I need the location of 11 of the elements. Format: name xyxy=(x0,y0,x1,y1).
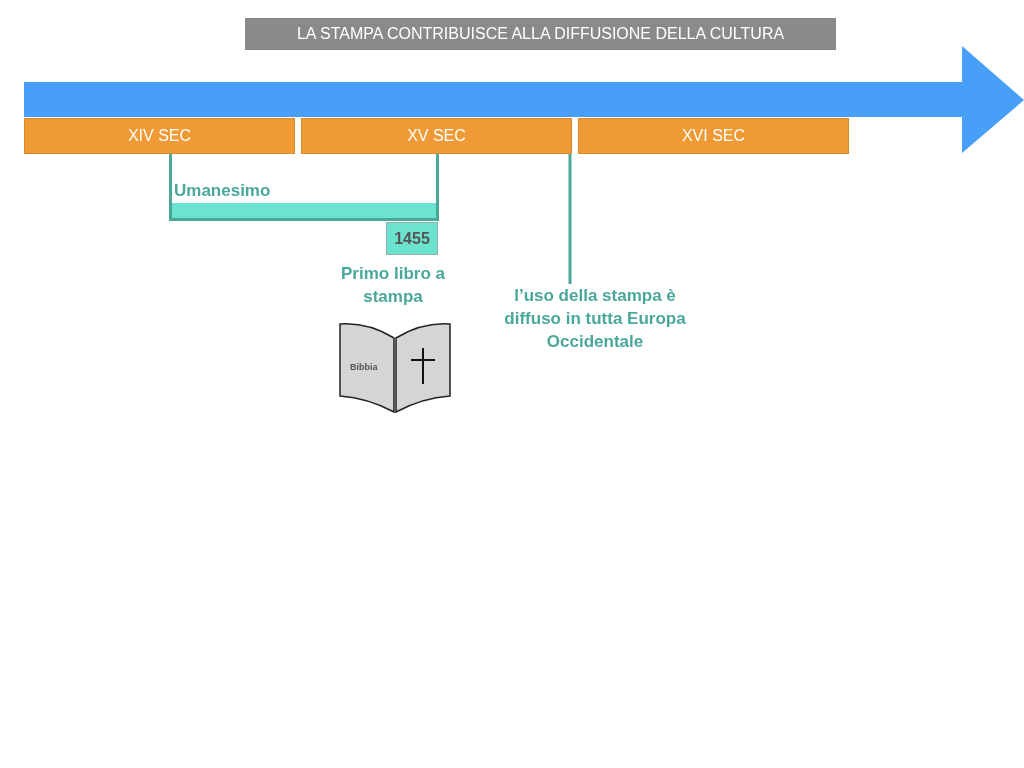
event-text: l’uso della stampa è diffuso in tutta Europa Occidentale xyxy=(490,284,700,354)
century-bar: XVI SEC xyxy=(578,118,849,154)
period-label: Umanesimo xyxy=(174,181,271,201)
century-bar: XIV SEC xyxy=(24,118,295,154)
book-title: Bibbia xyxy=(350,362,378,372)
year-box: 1455 xyxy=(386,222,438,255)
title-banner: LA STAMPA CONTRIBUISCE ALLA DIFFUSIONE DELLA CULTURA xyxy=(245,18,836,50)
event-text: Primo libro a stampa xyxy=(338,262,448,310)
leader-line xyxy=(568,154,572,284)
century-bar: XV SEC xyxy=(301,118,572,154)
book-drawing xyxy=(338,322,452,414)
